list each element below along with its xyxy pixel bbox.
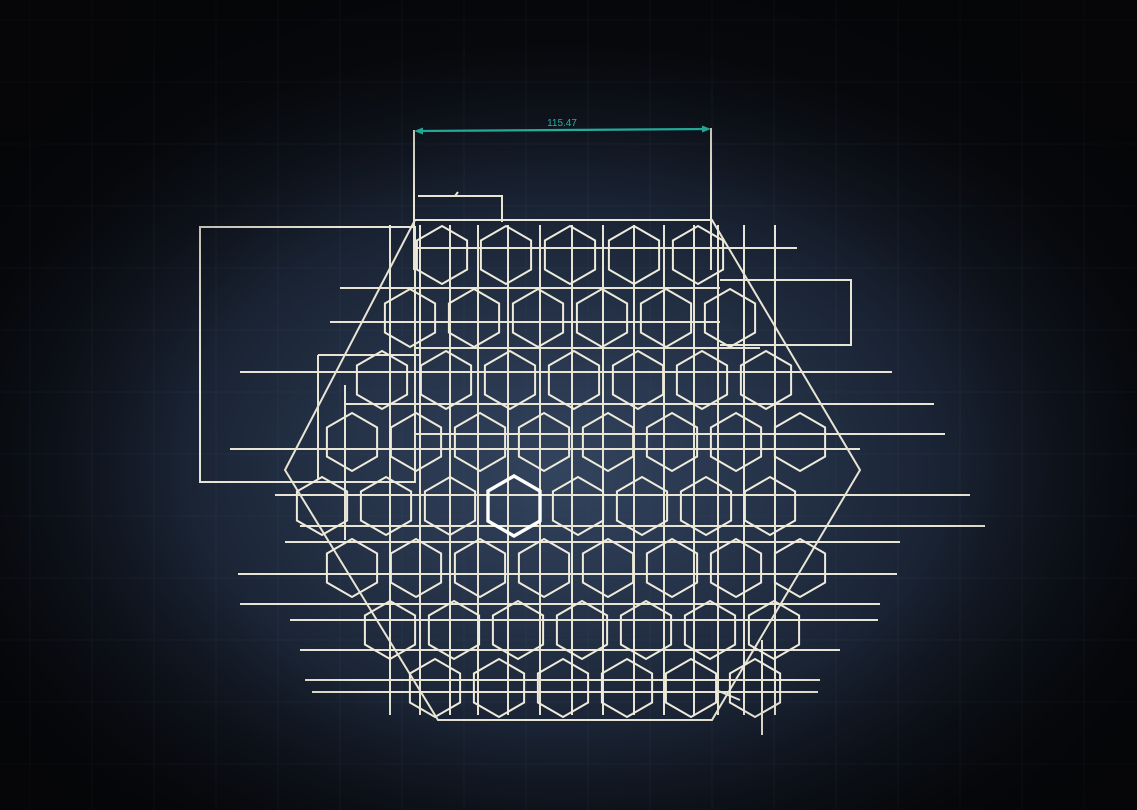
hex-cell[interactable] xyxy=(671,224,725,286)
hex-cell[interactable] xyxy=(581,411,635,473)
hex-cell[interactable] xyxy=(543,224,597,286)
hex-cell[interactable] xyxy=(645,537,699,599)
hex-cell[interactable] xyxy=(511,287,565,349)
hex-cell[interactable] xyxy=(472,657,526,719)
hex-cell[interactable] xyxy=(645,411,699,473)
hex-cell[interactable] xyxy=(483,349,537,411)
hex-cell[interactable] xyxy=(453,411,507,473)
hex-cell[interactable] xyxy=(453,537,507,599)
hex-cell[interactable] xyxy=(479,224,533,286)
hex-cell[interactable] xyxy=(773,537,827,599)
hex-cell[interactable] xyxy=(639,287,693,349)
hex-cell[interactable] xyxy=(415,224,469,286)
hex-cell[interactable] xyxy=(383,287,437,349)
dimension-arrow-left xyxy=(414,127,423,135)
hex-cell[interactable] xyxy=(773,411,827,473)
top-bracket[interactable] xyxy=(418,191,503,222)
hex-cell[interactable] xyxy=(664,657,718,719)
dimension-annotation[interactable]: 115.47 xyxy=(414,118,711,135)
dimension-line xyxy=(417,127,708,133)
hex-cell[interactable] xyxy=(675,349,729,411)
inner-left-frame[interactable] xyxy=(317,354,420,540)
hex-cell[interactable] xyxy=(355,349,409,411)
hex-cell[interactable] xyxy=(536,657,590,719)
dimension-value: 115.47 xyxy=(547,118,577,129)
hex-cells xyxy=(295,224,827,719)
hex-cell[interactable] xyxy=(703,287,757,349)
hex-cell[interactable] xyxy=(325,537,379,599)
hex-cell[interactable] xyxy=(419,349,473,411)
hex-cell[interactable] xyxy=(600,657,654,719)
hex-cell[interactable] xyxy=(728,657,782,719)
dimension-arrow-right xyxy=(702,125,711,133)
right-lower-line[interactable] xyxy=(715,640,763,735)
hex-cell[interactable] xyxy=(739,349,793,411)
hex-cell[interactable] xyxy=(611,349,665,411)
hex-cell[interactable] xyxy=(389,537,443,599)
hex-cell[interactable] xyxy=(547,349,601,411)
hex-cell[interactable] xyxy=(517,537,571,599)
right-rectangle[interactable] xyxy=(720,279,852,346)
hex-cell[interactable] xyxy=(447,287,501,349)
vertical-lines xyxy=(389,225,776,715)
hex-cell[interactable] xyxy=(581,537,635,599)
hex-cell[interactable] xyxy=(517,411,571,473)
hex-cell[interactable] xyxy=(325,411,379,473)
